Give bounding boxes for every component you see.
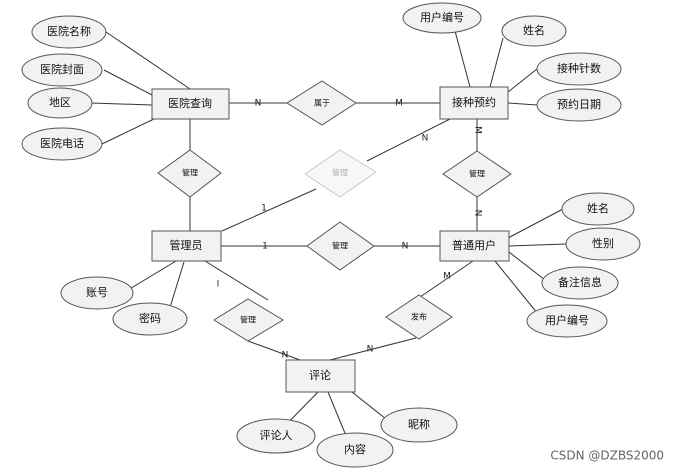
card-hospital-belongs: N bbox=[255, 99, 262, 109]
attr-admin-password bbox=[112, 302, 188, 336]
attr-user-gender bbox=[565, 227, 641, 261]
entity-hospital-query bbox=[151, 88, 230, 120]
attr-hospital-name-label: 医院名称 bbox=[47, 24, 91, 38]
card-user-top: N bbox=[473, 210, 483, 217]
entity-admin bbox=[151, 230, 222, 262]
attr-comment-nickname-label: 昵称 bbox=[408, 417, 430, 431]
attr-vacc-date-label: 预约日期 bbox=[557, 98, 601, 111]
rel-publish-label: 发布 bbox=[411, 312, 427, 322]
attr-vacc-name bbox=[501, 15, 567, 47]
rel-belongs-label: 属于 bbox=[314, 99, 330, 108]
rel-manage-user bbox=[306, 221, 375, 271]
card-admin-comment: I bbox=[217, 280, 220, 290]
watermark: CSDN @DZBS2000 bbox=[550, 449, 664, 463]
entity-vaccination-booking bbox=[439, 86, 509, 120]
rel-manage-vaccination bbox=[304, 149, 377, 198]
attr-hospital-phone bbox=[21, 127, 103, 161]
attr-comment-author-label: 评论人 bbox=[260, 428, 293, 442]
attr-hospital-phone-label: 医院电话 bbox=[40, 136, 84, 150]
attr-user-no bbox=[526, 304, 608, 338]
attr-vacc-user-no bbox=[402, 2, 482, 34]
attr-admin-account bbox=[60, 276, 134, 310]
entity-hospital-query-label: 医院查询 bbox=[168, 96, 212, 110]
entity-comment bbox=[285, 359, 356, 393]
attr-comment-content-label: 内容 bbox=[344, 442, 366, 456]
attr-user-gender-label: 性别 bbox=[592, 236, 614, 250]
connector-lines bbox=[90, 30, 567, 439]
card-admin-user: 1 bbox=[262, 242, 268, 252]
card-vaccination-belongs: M bbox=[395, 99, 403, 109]
rel-manage-vacc-user bbox=[442, 150, 512, 198]
card-vaccination-bottom: M bbox=[473, 126, 483, 134]
entity-user bbox=[439, 230, 510, 262]
attr-vacc-count-label: 接种针数 bbox=[557, 61, 601, 75]
rel-manage-hospital-label: 管理 bbox=[182, 168, 198, 178]
entity-user-label: 普通用户 bbox=[452, 238, 496, 252]
attr-hospital-cover-label: 医院封面 bbox=[40, 62, 84, 76]
attr-comment-content bbox=[316, 432, 394, 468]
rel-manage-hospital bbox=[157, 149, 222, 198]
attr-user-name-label: 姓名 bbox=[587, 201, 609, 215]
attr-vacc-name-label: 姓名 bbox=[523, 23, 545, 37]
attr-user-no-label: 用户编号 bbox=[545, 313, 589, 327]
card-comment-left: N bbox=[282, 351, 289, 361]
attr-user-note bbox=[541, 266, 619, 300]
attr-user-note-label: 备注信息 bbox=[558, 275, 602, 289]
card-admin-manage-vaccination: 1 bbox=[261, 204, 267, 214]
attr-comment-nickname bbox=[380, 407, 458, 443]
attr-vacc-user-no-label: 用户编号 bbox=[420, 10, 464, 24]
rel-belongs bbox=[286, 80, 357, 126]
attr-region bbox=[27, 87, 93, 119]
attr-region-label: 地区 bbox=[49, 96, 71, 109]
rel-manage-vacc-user-label: 管理 bbox=[469, 169, 485, 179]
attr-admin-password-label: 密码 bbox=[139, 311, 161, 325]
entity-vaccination-booking-label: 接种预约 bbox=[452, 95, 496, 109]
entity-comment-label: 评论 bbox=[309, 368, 331, 382]
card-user-admin: N bbox=[402, 242, 409, 252]
attr-comment-author bbox=[236, 418, 316, 454]
rel-manage-user-label: 管理 bbox=[332, 241, 348, 251]
card-vaccination-manage: N bbox=[422, 134, 429, 144]
card-comment-right: N bbox=[367, 345, 374, 355]
attr-vacc-date bbox=[536, 88, 622, 122]
rel-manage-vaccination-label: 管理 bbox=[332, 168, 348, 178]
attr-admin-account-label: 账号 bbox=[86, 286, 108, 299]
attr-user-name bbox=[561, 192, 635, 226]
entity-admin-label: 管理员 bbox=[170, 238, 203, 252]
rel-publish bbox=[385, 294, 453, 340]
rel-manage-comment-label: 管理 bbox=[240, 315, 256, 325]
card-user-publish: M bbox=[443, 272, 451, 282]
rel-manage-comment bbox=[213, 298, 284, 342]
attr-hospital-cover bbox=[21, 53, 103, 87]
attr-hospital-name bbox=[31, 15, 107, 49]
attr-vacc-count bbox=[536, 52, 622, 86]
